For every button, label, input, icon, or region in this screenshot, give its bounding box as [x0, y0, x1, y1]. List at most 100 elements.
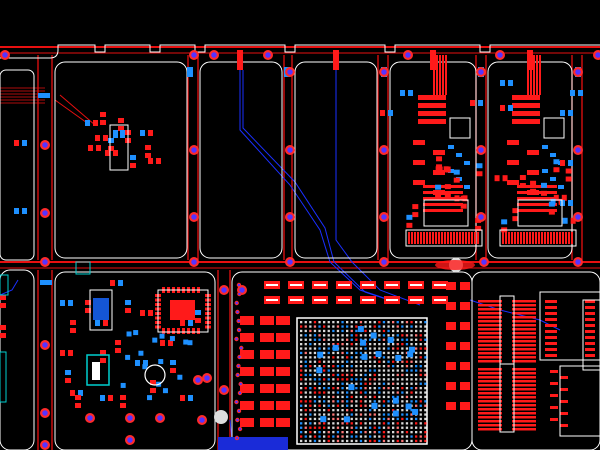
smd-pad [444, 192, 451, 198]
bga-fanout-via [387, 336, 394, 343]
bga-ball [332, 334, 335, 337]
bga-ball [309, 435, 312, 438]
bga-ball [313, 378, 317, 381]
bga-ball [405, 439, 409, 443]
smd-pad [565, 168, 572, 174]
smd-pad [568, 232, 570, 244]
smd-pad [545, 330, 557, 333]
bga-ball [382, 373, 386, 377]
via-hole [381, 214, 387, 220]
smd-pad [170, 300, 195, 320]
bga-ball [415, 400, 418, 403]
smd-pad [148, 130, 153, 136]
bga-ball [424, 378, 427, 381]
smd-pad [100, 350, 106, 355]
bga-ball [373, 325, 376, 328]
via-hole [191, 214, 197, 220]
smd-pad [168, 340, 173, 346]
smd-pad [478, 320, 502, 323]
bga-ball [396, 351, 399, 355]
smd-pad [478, 380, 502, 383]
smd-pad [478, 424, 502, 427]
keepout-region [0, 69, 35, 261]
smd-pad [432, 232, 434, 244]
bga-fanout-via [412, 408, 419, 415]
bga-ball [401, 325, 404, 328]
smd-pad [585, 354, 595, 357]
smd-pad [446, 282, 456, 290]
bga-ball [304, 347, 307, 350]
smd-pad [494, 175, 500, 182]
bga-ball [300, 325, 303, 328]
bga-ball [415, 338, 418, 341]
bga-ball [424, 422, 427, 425]
smd-pad [512, 392, 536, 395]
bga-ball [323, 439, 326, 443]
bga-ball [382, 435, 386, 438]
bga-ball [387, 404, 390, 407]
smd-pad [533, 55, 535, 95]
smd-pad [240, 333, 254, 342]
bga-ball [346, 409, 349, 412]
bga-package[interactable] [296, 317, 428, 445]
bga-ball [415, 404, 418, 407]
via-hole [381, 69, 387, 75]
bga-ball [382, 387, 386, 390]
bga-ball [350, 409, 353, 412]
bga-ball [405, 426, 409, 429]
smd-pad [180, 320, 185, 326]
pad-center [338, 299, 350, 301]
bga-ball [346, 400, 349, 403]
via-hole [211, 52, 217, 58]
smd-pad [95, 135, 100, 141]
bga-ball [355, 343, 358, 346]
bga-ball [387, 329, 390, 333]
bga-ball [382, 360, 386, 363]
bga-ball [323, 431, 326, 434]
bga-ball [313, 395, 317, 399]
smd-pad [240, 350, 254, 359]
bga-ball [359, 409, 363, 412]
via-hole [478, 69, 484, 75]
via-hole [239, 382, 242, 386]
smd-pad [108, 395, 113, 401]
bga-fanout-via [371, 402, 378, 409]
bga-ball [327, 356, 330, 359]
bga-ball [346, 343, 349, 346]
via-hole [42, 210, 48, 216]
smd-pad [460, 402, 470, 410]
bga-ball [396, 373, 399, 377]
bga-ball [332, 435, 335, 438]
bga-ball [300, 431, 303, 434]
bga-ball [378, 400, 381, 403]
bga-ball [424, 431, 427, 434]
bga-ball [355, 360, 358, 363]
bga-ball [419, 329, 422, 333]
smd-pad [560, 388, 568, 391]
bga-ball [387, 395, 390, 399]
bga-ball [359, 413, 363, 416]
bga-ball [373, 409, 376, 412]
smd-pad [512, 352, 536, 355]
bga-ball [392, 356, 395, 359]
smd-pad [512, 420, 536, 423]
bga-ball [304, 334, 307, 337]
bga-ball [300, 382, 303, 385]
via-hole [237, 283, 241, 287]
bga-ball [410, 400, 413, 403]
smd-pad [550, 406, 558, 409]
via-hole [238, 391, 242, 395]
smd-pad [188, 395, 193, 401]
bga-ball [346, 369, 349, 372]
bga-ball [419, 378, 422, 381]
smd-pad [177, 374, 183, 380]
smd-pad [160, 340, 165, 346]
bga-ball [392, 321, 395, 324]
smd-pad [478, 368, 502, 371]
smd-pad [545, 342, 557, 345]
via-hole [42, 442, 48, 448]
bga-ball [424, 400, 427, 403]
smd-pad [568, 110, 573, 116]
bga-ball [313, 365, 317, 368]
